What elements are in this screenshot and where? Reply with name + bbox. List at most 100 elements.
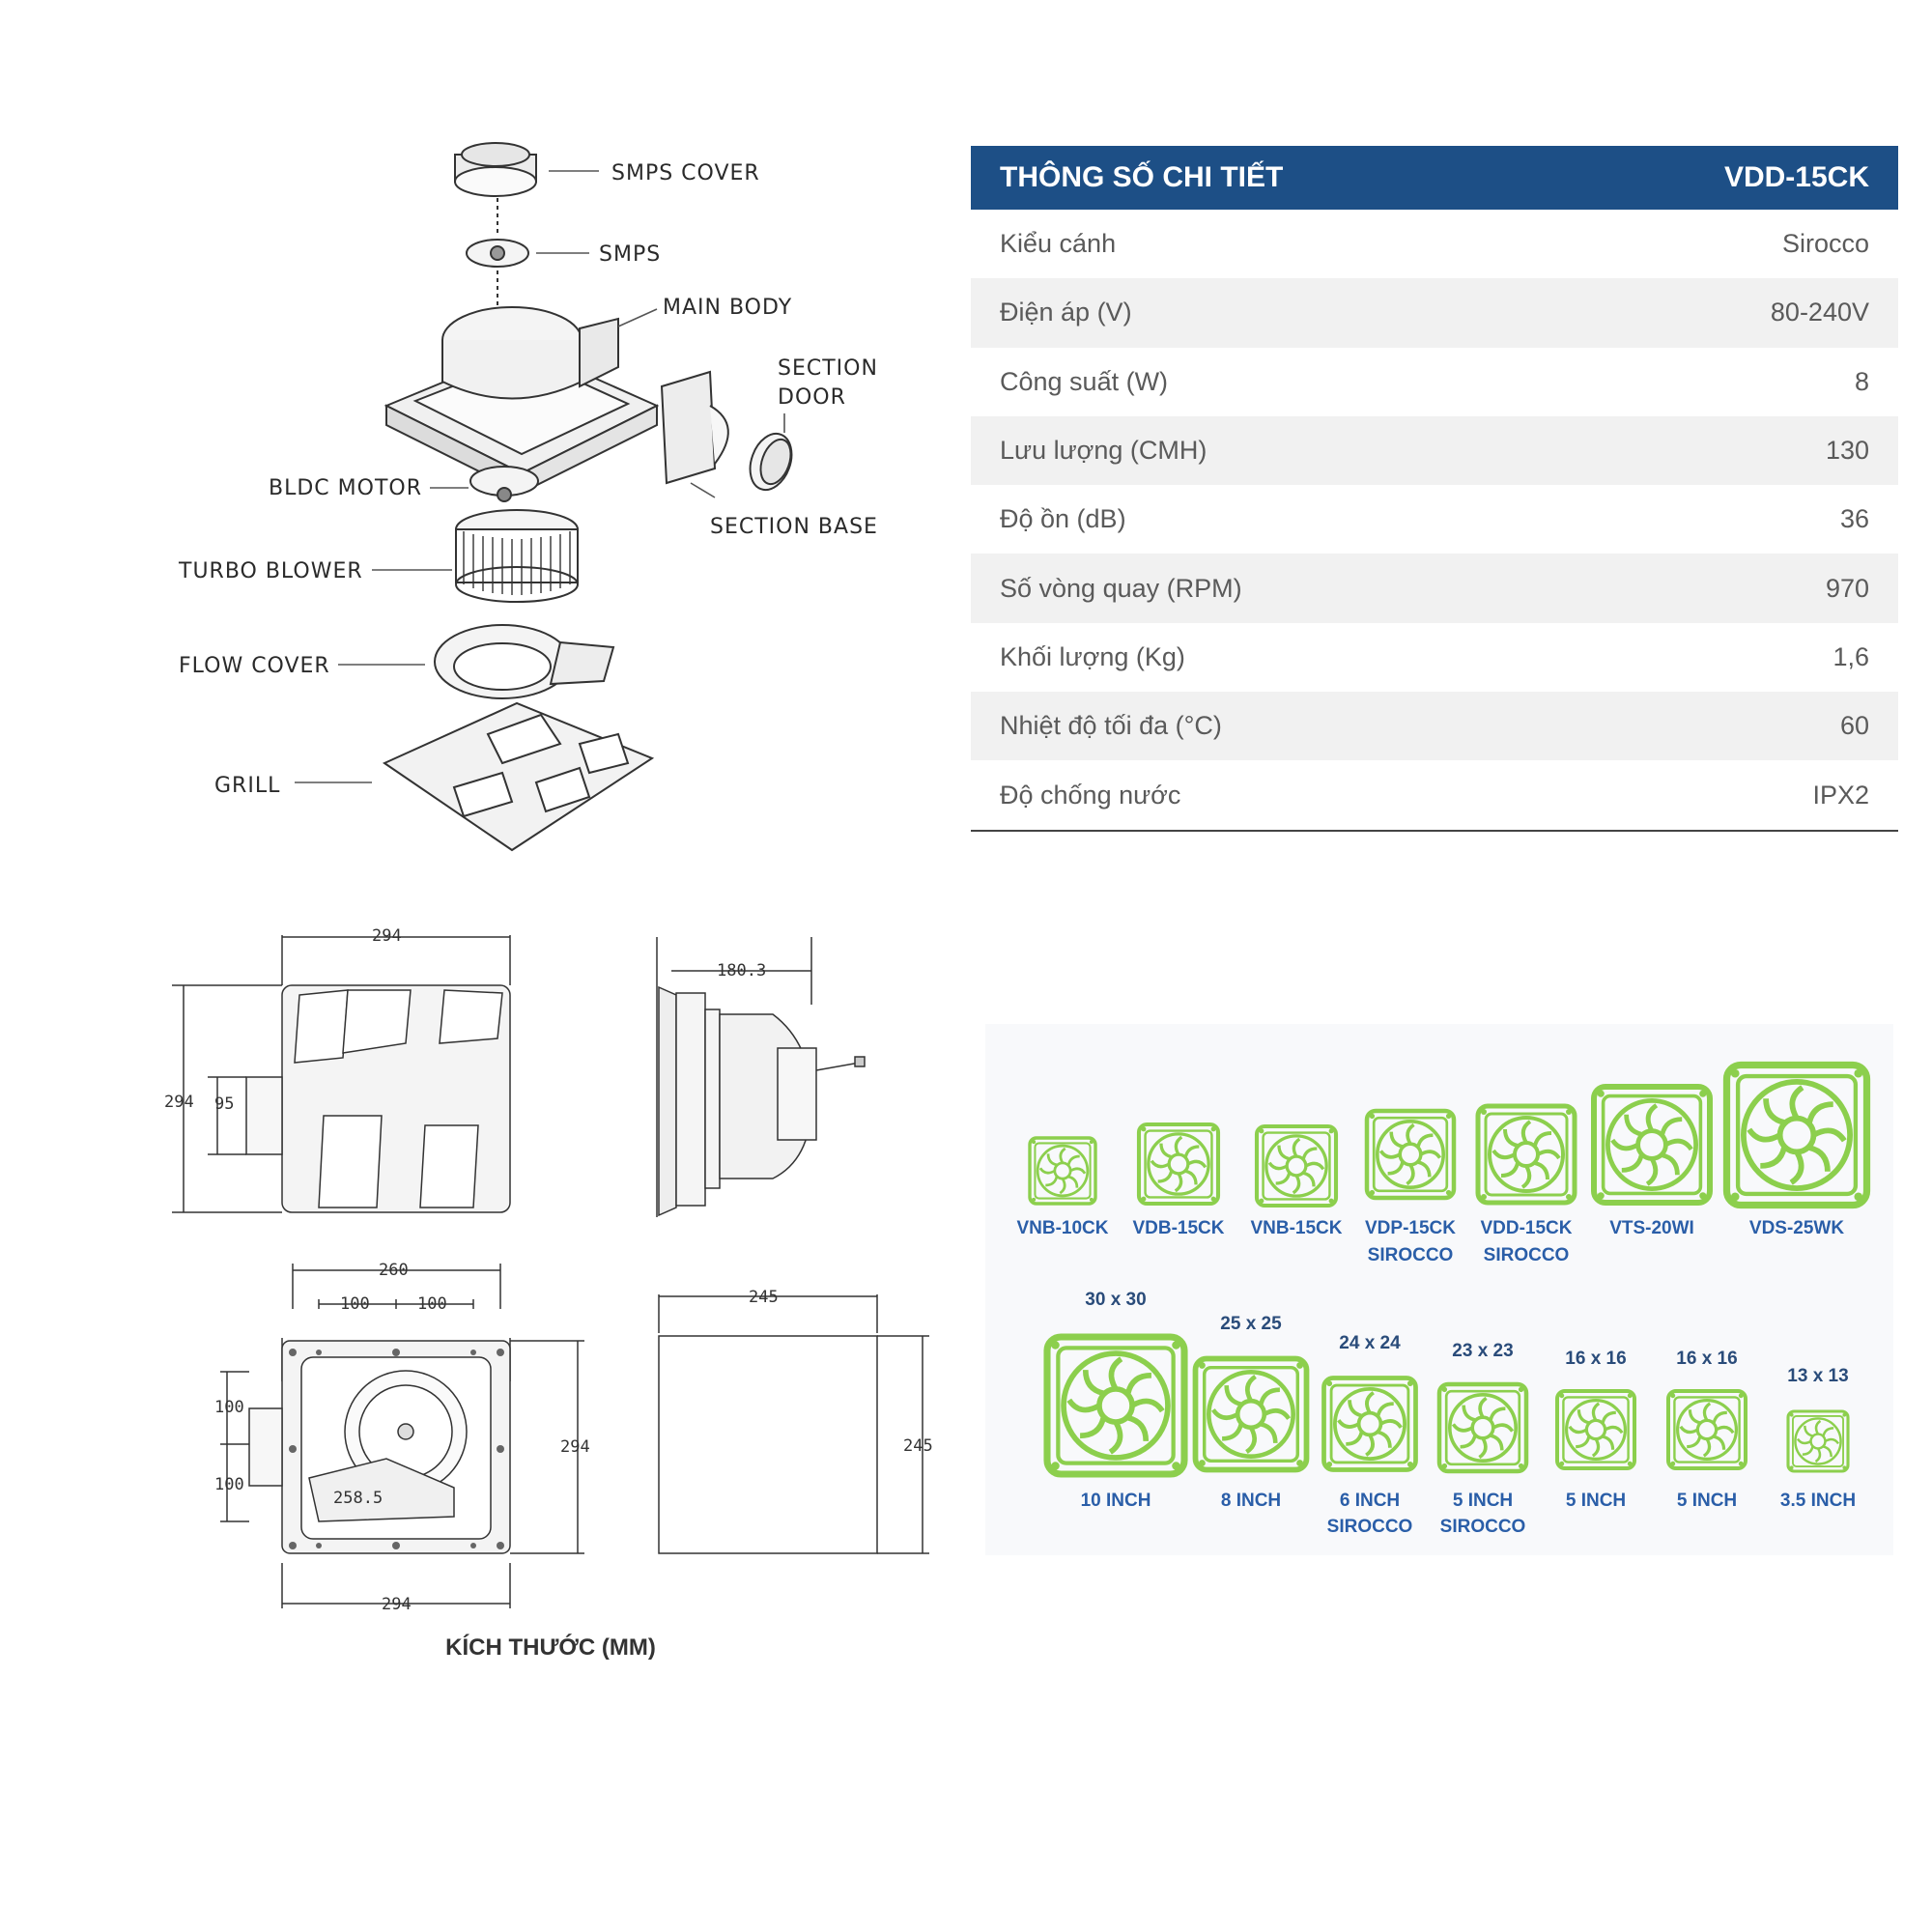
fan-size-label: 23 x 23 xyxy=(1452,1341,1514,1361)
fan-size-label: 25 x 25 xyxy=(1220,1314,1282,1334)
smps-part xyxy=(466,239,529,268)
dimensions-caption: KÍCH THƯỚC (MM) xyxy=(445,1634,656,1661)
bldc-motor-part xyxy=(469,466,539,502)
fan-icon xyxy=(1727,1065,1867,1206)
spec-table-body: Kiểu cánh Sirocco Điện áp (V) 80-240V Công… xyxy=(971,210,1898,832)
fan-inch-label: 6 INCH SIROCCO xyxy=(1326,1491,1413,1537)
fan-icon xyxy=(1196,1359,1307,1470)
side-depth-label: 180.3 xyxy=(717,961,766,980)
fan-icon xyxy=(1028,1136,1097,1206)
spec-value: 80-240V xyxy=(1770,298,1869,327)
front-height-label: 294 xyxy=(164,1093,194,1112)
spec-value: Sirocco xyxy=(1781,229,1869,259)
grill-label: GRILL xyxy=(214,774,280,798)
spec-label: Công suất (W) xyxy=(1000,366,1169,396)
grill-part xyxy=(382,701,655,852)
spec-value: IPX2 xyxy=(1812,780,1869,810)
front-view-drawing xyxy=(172,935,511,1213)
spec-row: Lưu lượng (CMH) 130 xyxy=(971,415,1898,486)
cutout-height-label: 245 xyxy=(903,1436,933,1456)
spec-label: Độ chống nước xyxy=(1000,780,1181,810)
fan-model-label: VDP-15CK SIROCCO xyxy=(1365,1218,1456,1265)
cutout-view-drawing xyxy=(658,1294,929,1554)
cutout-width-label: 245 xyxy=(749,1288,779,1307)
fan-inch-label: 10 INCH xyxy=(1080,1491,1151,1511)
fan-size-label: 24 x 24 xyxy=(1339,1333,1401,1353)
front-width-label: 294 xyxy=(372,926,402,946)
spec-label: Kiểu cánh xyxy=(1000,229,1117,259)
flow-cover-label: FLOW COVER xyxy=(179,654,330,678)
bldc-motor-label: BLDC MOTOR xyxy=(269,476,422,500)
section-door-part xyxy=(749,432,793,492)
fan-icon xyxy=(1047,1337,1184,1474)
side-view-drawing xyxy=(656,937,866,1217)
spec-label: Khối lượng (Kg) xyxy=(1000,641,1185,671)
fan-icon xyxy=(1367,1111,1454,1198)
fan-icon xyxy=(1324,1378,1416,1470)
fan-inch-label: 5 INCH xyxy=(1565,1491,1627,1511)
bottom-left-b-label: 100 xyxy=(214,1475,244,1494)
spec-value: 970 xyxy=(1825,573,1869,603)
fan-size-label: 16 x 16 xyxy=(1565,1349,1627,1369)
fan-inch-label: 5 INCH xyxy=(1676,1491,1738,1511)
spec-row: Khối lượng (Kg) 1,6 xyxy=(971,622,1898,693)
spec-value: 130 xyxy=(1825,436,1869,466)
spec-value: 36 xyxy=(1839,504,1869,534)
spec-label: Độ ồn (dB) xyxy=(1000,504,1126,534)
spec-row: Công suất (W) 8 xyxy=(971,347,1898,416)
section-door-label-2: DOOR xyxy=(778,385,846,410)
dimension-drawings: 294 294 95 180.3 260 100 100 294 294 100… xyxy=(164,926,933,1614)
fan-icon xyxy=(1594,1087,1710,1203)
bottom-view-drawing xyxy=(220,1264,584,1608)
fan-model-label: VNB-10CK xyxy=(1016,1218,1109,1238)
main-body-label: MAIN BODY xyxy=(663,296,792,320)
fan-model-label: VDB-15CK xyxy=(1132,1218,1225,1238)
exploded-view-diagram: SMPS COVER SMPS MAIN BODY SECTION DOOR B… xyxy=(178,142,878,852)
spec-value: 1,6 xyxy=(1833,641,1869,671)
turbo-blower-label: TURBO BLOWER xyxy=(178,559,363,583)
fan-size-label: 16 x 16 xyxy=(1676,1349,1738,1369)
bottom-width-top-label: 260 xyxy=(379,1261,409,1280)
fan-icon xyxy=(1786,1409,1850,1473)
smps-cover-label: SMPS COVER xyxy=(611,161,760,185)
spec-label: Lưu lượng (CMH) xyxy=(1000,436,1208,466)
fan-inch-label: 5 INCH SIROCCO xyxy=(1439,1491,1526,1537)
front-duct-label: 95 xyxy=(214,1094,234,1114)
spec-label: Số vòng quay (RPM) xyxy=(1000,573,1242,603)
spec-table-title: THÔNG SỐ CHI TIẾT xyxy=(1000,161,1284,193)
fan-icon xyxy=(1668,1391,1746,1468)
spec-row: Độ chống nước IPX2 xyxy=(971,760,1898,830)
main-body-part xyxy=(384,306,660,495)
bottom-diameter-label: 258.5 xyxy=(333,1489,383,1508)
smps-cover-part xyxy=(454,142,537,197)
bottom-half-left-label: 100 xyxy=(340,1294,370,1314)
bottom-height-label: 294 xyxy=(560,1437,590,1457)
fan-model-label: VTS-20WI xyxy=(1609,1218,1694,1238)
spec-row: Độ ồn (dB) 36 xyxy=(971,485,1898,554)
spec-row: Số vòng quay (RPM) 970 xyxy=(971,554,1898,623)
spec-row: Kiểu cánh Sirocco xyxy=(971,210,1898,279)
flow-cover-part xyxy=(434,624,615,699)
fan-icon xyxy=(1139,1124,1218,1204)
section-base-part xyxy=(660,370,729,485)
section-door-label: SECTION xyxy=(778,356,878,381)
spec-label: Điện áp (V) xyxy=(1000,298,1132,327)
spec-row: Điện áp (V) 80-240V xyxy=(971,278,1898,348)
fan-model-label: VDS-25WK xyxy=(1748,1218,1845,1238)
spec-value: 60 xyxy=(1839,711,1869,741)
fan-model-label: VNB-15CK xyxy=(1250,1218,1343,1238)
fan-model-label: VDD-15CK SIROCCO xyxy=(1480,1218,1573,1265)
fan-icon xyxy=(1557,1391,1634,1468)
smps-label: SMPS xyxy=(599,242,661,267)
spec-table-model: VDD-15CK xyxy=(1723,161,1869,193)
fan-inch-label: 3.5 INCH xyxy=(1779,1491,1857,1511)
turbo-blower-part xyxy=(455,509,579,603)
fan-icon xyxy=(1439,1384,1526,1471)
fan-size-label: 13 x 13 xyxy=(1787,1366,1849,1386)
spec-value: 8 xyxy=(1854,366,1869,396)
fan-size-label: 30 x 30 xyxy=(1085,1290,1147,1310)
fan-icon xyxy=(1478,1106,1575,1203)
bottom-width-label: 294 xyxy=(382,1595,412,1614)
spec-table: THÔNG SỐ CHI TIẾT VDD-15CK Kiểu cánh Siro… xyxy=(971,146,1898,832)
bottom-left-a-label: 100 xyxy=(214,1398,244,1417)
